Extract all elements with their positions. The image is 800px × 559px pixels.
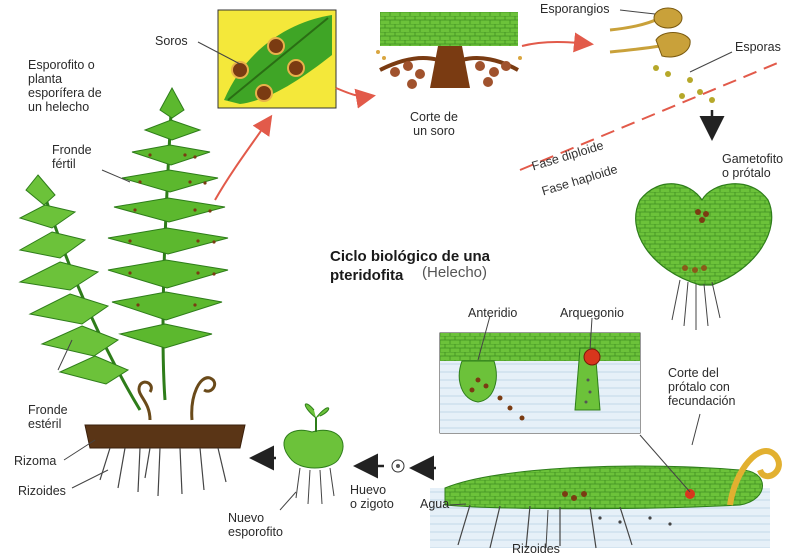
new-sporophyte bbox=[283, 403, 344, 505]
gametangia-detail bbox=[439, 332, 641, 434]
rhizome bbox=[84, 424, 246, 497]
label-rizoides-left: Rizoides bbox=[18, 484, 66, 498]
phase-divider bbox=[519, 61, 781, 171]
label-anteridio: Anteridio bbox=[468, 306, 518, 320]
black-cycle-arrows bbox=[249, 110, 725, 481]
label-soros: Soros bbox=[155, 34, 188, 48]
sporangia bbox=[609, 7, 715, 103]
fiddleheads bbox=[137, 376, 217, 421]
label-esporas: Esporas bbox=[735, 40, 781, 54]
diagram-title: Ciclo biológico de una pteridofita bbox=[330, 248, 491, 284]
label-agua: Agua bbox=[420, 497, 450, 511]
sterile-frond bbox=[18, 174, 142, 411]
label-esporangios: Esporangios bbox=[540, 2, 610, 16]
label-rizoma: Rizoma bbox=[14, 454, 57, 468]
sorus-section bbox=[376, 12, 522, 89]
gametophyte bbox=[635, 183, 773, 330]
fertile-frond bbox=[107, 86, 229, 401]
zygote bbox=[391, 459, 405, 473]
prothallus-section bbox=[430, 448, 782, 549]
label-arquegonio: Arquegonio bbox=[560, 306, 624, 320]
red-cycle-arrows bbox=[214, 32, 594, 201]
soros-box bbox=[217, 9, 337, 109]
label-rizoides-bottom: Rizoides bbox=[512, 542, 560, 556]
leader-lines bbox=[57, 9, 733, 549]
diagram-title-sub: (Helecho) bbox=[422, 264, 488, 281]
